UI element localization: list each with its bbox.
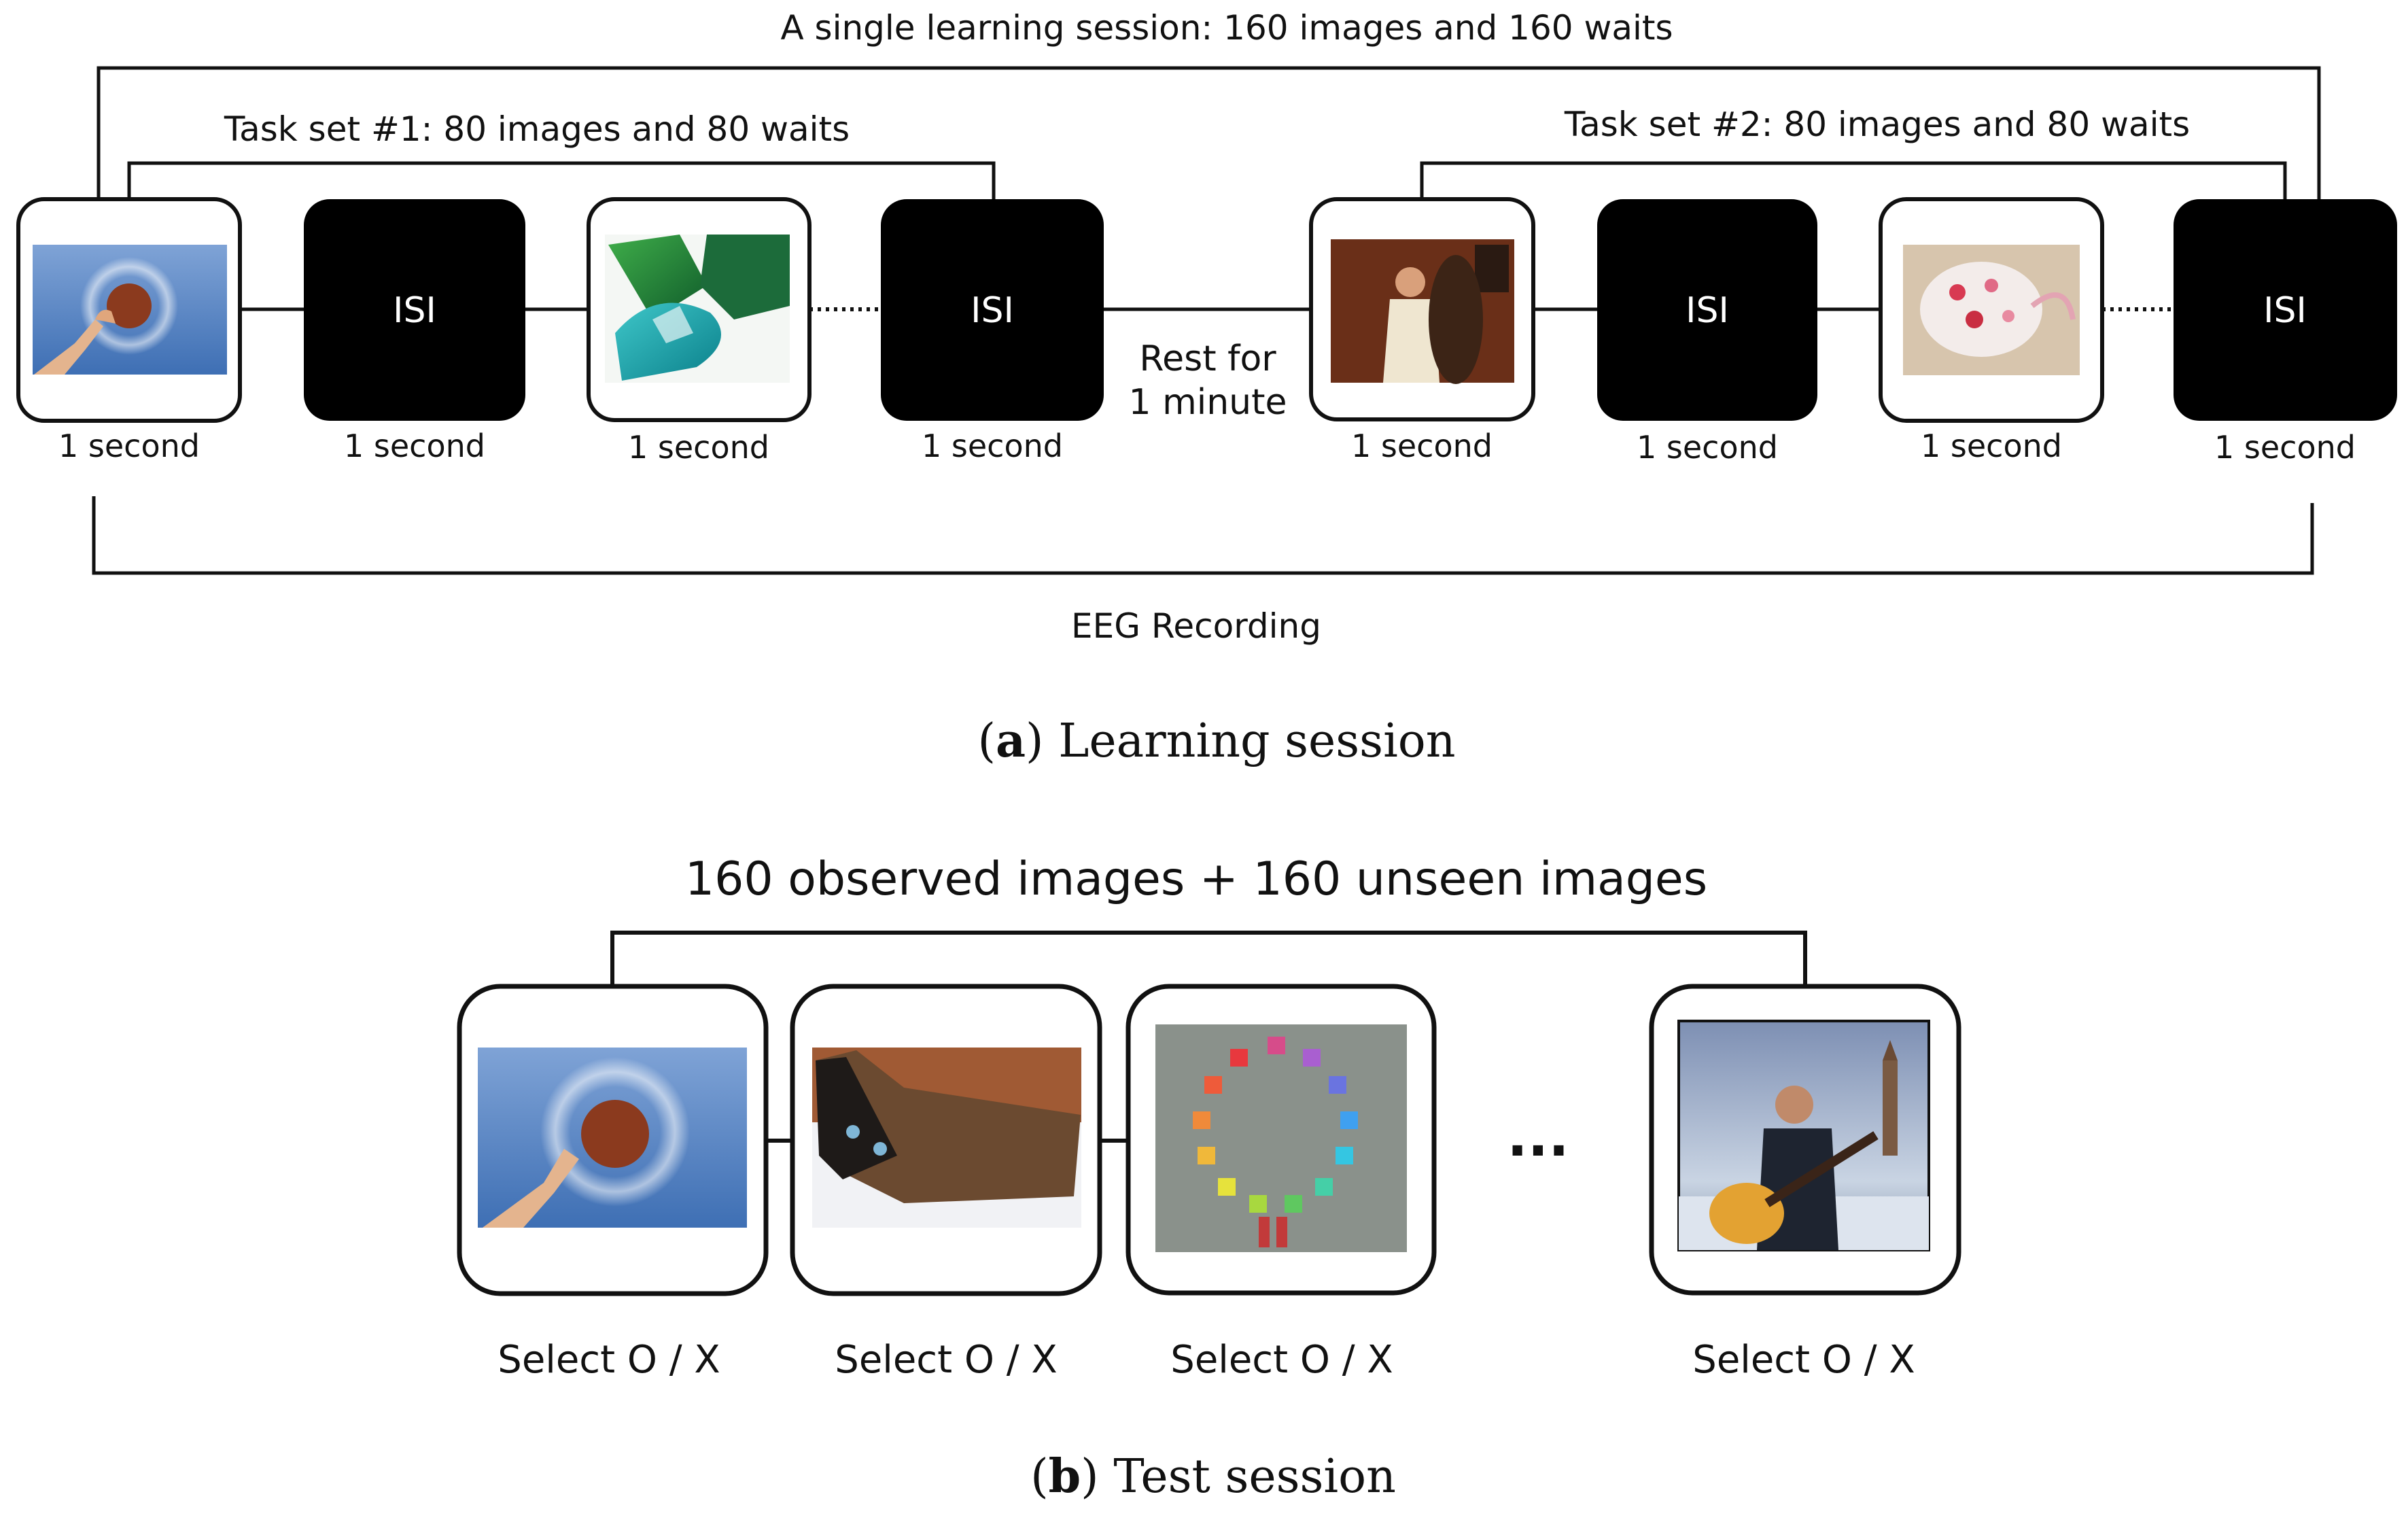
select-label: Select O / X <box>498 1338 720 1382</box>
image-glass-bottles-thumbnail <box>605 235 790 383</box>
test-image-card-4 <box>1649 984 1961 1296</box>
select-label: Select O / X <box>1170 1338 1393 1382</box>
test-bracket <box>610 931 1807 986</box>
image-guitarist-thumbnail <box>1677 1020 1930 1251</box>
isi-label: ISI <box>1686 290 1729 331</box>
caption-a: (a) Learning session <box>977 714 1455 768</box>
learning-image-card-1 <box>16 197 242 423</box>
isi-label: ISI <box>393 290 436 331</box>
duration-label: 1 second <box>58 428 200 464</box>
learning-session-bracket <box>97 66 2321 199</box>
task-set-1-label: Task set #1: 80 images and 80 waits <box>224 109 850 149</box>
select-label: Select O / X <box>1692 1338 1915 1382</box>
image-hand-ball-thumbnail <box>33 245 227 375</box>
duration-label: 1 second <box>628 429 769 466</box>
isi-label: ISI <box>971 290 1014 331</box>
image-hand-ball-thumbnail <box>478 1048 747 1228</box>
select-labels: Select O / X Select O / X Select O / X S… <box>498 1338 1915 1382</box>
caption-b-letter: b <box>1049 1449 1081 1504</box>
test-image-card-3 <box>1126 984 1437 1296</box>
duration-label: 1 second <box>1921 428 2062 464</box>
test-ellipsis: ... <box>1507 1105 1569 1169</box>
eeg-recording-label: EEG Recording <box>1071 606 1321 646</box>
learning-image-card-4 <box>1879 197 2104 423</box>
eeg-bracket <box>92 496 2314 575</box>
test-image-card-1 <box>457 984 769 1296</box>
task-set-2-label: Task set #2: 80 images and 80 waits <box>1564 105 2190 144</box>
image-color-wheel-thumbnail <box>1155 1024 1407 1252</box>
learning-session-label: A single learning session: 160 images an… <box>780 8 1673 48</box>
caption-a-text: Learning session <box>1058 714 1455 768</box>
task-set-1-bracket <box>127 161 996 199</box>
isi-label: ISI <box>2263 290 2307 331</box>
duration-label: 1 second <box>1637 429 1778 466</box>
task-set-2-bracket <box>1420 161 2287 199</box>
caption-b-text: Test session <box>1113 1450 1396 1504</box>
duration-label: 1 second <box>1351 428 1493 464</box>
learning-isi-card-2: ISI <box>881 199 1104 421</box>
duration-labels: 1 second 1 second 1 second 1 second 1 se… <box>58 428 2356 466</box>
learning-image-card-2 <box>587 197 812 422</box>
learning-image-card-3 <box>1309 197 1535 421</box>
test-session-header: 160 observed images + 160 unseen images <box>685 852 1707 906</box>
caption-b: (b) Test session <box>1030 1449 1396 1504</box>
test-image-card-2 <box>790 984 1102 1296</box>
image-vintage-photo-thumbnail <box>1331 239 1514 384</box>
learning-isi-card-1: ISI <box>304 199 525 421</box>
rest-label-line-1: Rest for <box>1139 339 1276 379</box>
duration-label: 1 second <box>922 428 1063 464</box>
duration-label: 1 second <box>344 428 485 464</box>
chalk-color-circle <box>1193 1037 1358 1213</box>
select-label: Select O / X <box>835 1338 1057 1382</box>
learning-isi-card-3: ISI <box>1597 199 1817 421</box>
duration-label: 1 second <box>2214 429 2356 466</box>
caption-a-letter: a <box>996 714 1026 768</box>
rest-label-line-2: 1 minute <box>1128 382 1287 423</box>
image-pincushion-thumbnail <box>1903 245 2080 375</box>
image-cat-thumbnail <box>812 1048 1081 1228</box>
learning-isi-card-4: ISI <box>2174 199 2397 421</box>
